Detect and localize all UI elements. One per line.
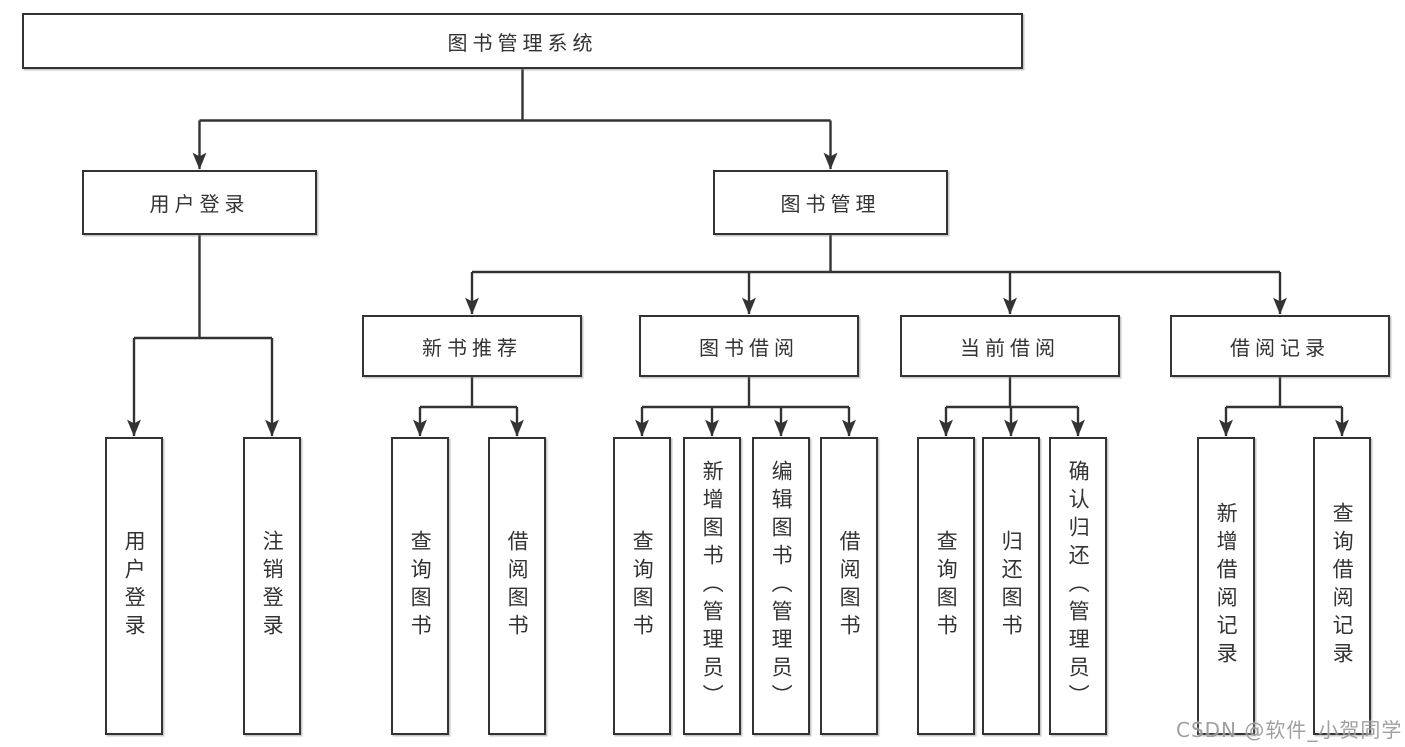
leaf-records-add: 新增借阅记录 [1197, 437, 1255, 735]
leaf-current-confirm-admin-label: 确认归还（管理员） [1066, 460, 1091, 712]
node-current-borrow: 当前借阅 [900, 315, 1120, 377]
node-book-manage-label: 图书管理 [780, 192, 881, 216]
leaf-borrow-add-admin: 新增图书（管理员） [683, 437, 741, 735]
leaf-newbooks-borrow: 借阅图书 [488, 437, 546, 735]
node-current-borrow-label: 当前借阅 [960, 335, 1060, 360]
node-borrow-records: 借阅记录 [1170, 315, 1390, 377]
leaf-current-query: 查询图书 [917, 437, 975, 735]
node-user-login-label: 用户登录 [149, 192, 250, 216]
leaf-borrow-borrow: 借阅图书 [820, 437, 878, 735]
leaf-borrow-add-admin-label: 新增图书（管理员） [700, 460, 725, 712]
leaf-current-return-label: 归还图书 [999, 530, 1024, 642]
leaf-newbooks-borrow-label: 借阅图书 [505, 530, 530, 642]
csdn-watermark: CSDN @软件_小贺同学 [1176, 718, 1403, 742]
leaf-records-add-label: 新增借阅记录 [1214, 502, 1239, 670]
leaf-logout: 注销登录 [243, 437, 301, 735]
leaf-user-login-label: 用户登录 [122, 530, 147, 642]
node-user-login: 用户登录 [82, 170, 317, 235]
leaf-newbooks-query: 查询图书 [391, 437, 449, 735]
leaf-records-query-label: 查询借阅记录 [1330, 502, 1355, 670]
leaf-current-query-label: 查询图书 [934, 530, 959, 642]
leaf-borrow-query-label: 查询图书 [630, 530, 655, 642]
node-new-books: 新书推荐 [362, 315, 582, 377]
leaf-newbooks-query-label: 查询图书 [408, 530, 433, 642]
node-book-borrow: 图书借阅 [639, 315, 859, 377]
leaf-logout-label: 注销登录 [260, 530, 285, 642]
leaf-user-login: 用户登录 [105, 437, 163, 735]
leaf-current-return: 归还图书 [982, 437, 1040, 735]
node-book-manage: 图书管理 [713, 170, 948, 235]
node-new-books-label: 新书推荐 [422, 335, 522, 360]
node-root-label: 图书管理系统 [447, 30, 598, 55]
node-borrow-records-label: 借阅记录 [1230, 335, 1330, 360]
leaf-records-query: 查询借阅记录 [1313, 437, 1371, 735]
leaf-borrow-borrow-label: 借阅图书 [837, 530, 862, 642]
leaf-borrow-query: 查询图书 [613, 437, 671, 735]
node-root: 图书管理系统 [22, 13, 1023, 69]
leaf-current-confirm-admin: 确认归还（管理员） [1049, 437, 1107, 735]
leaf-borrow-edit-admin-label: 编辑图书（管理员） [769, 460, 794, 712]
leaf-borrow-edit-admin: 编辑图书（管理员） [752, 437, 810, 735]
node-book-borrow-label: 图书借阅 [699, 335, 799, 360]
